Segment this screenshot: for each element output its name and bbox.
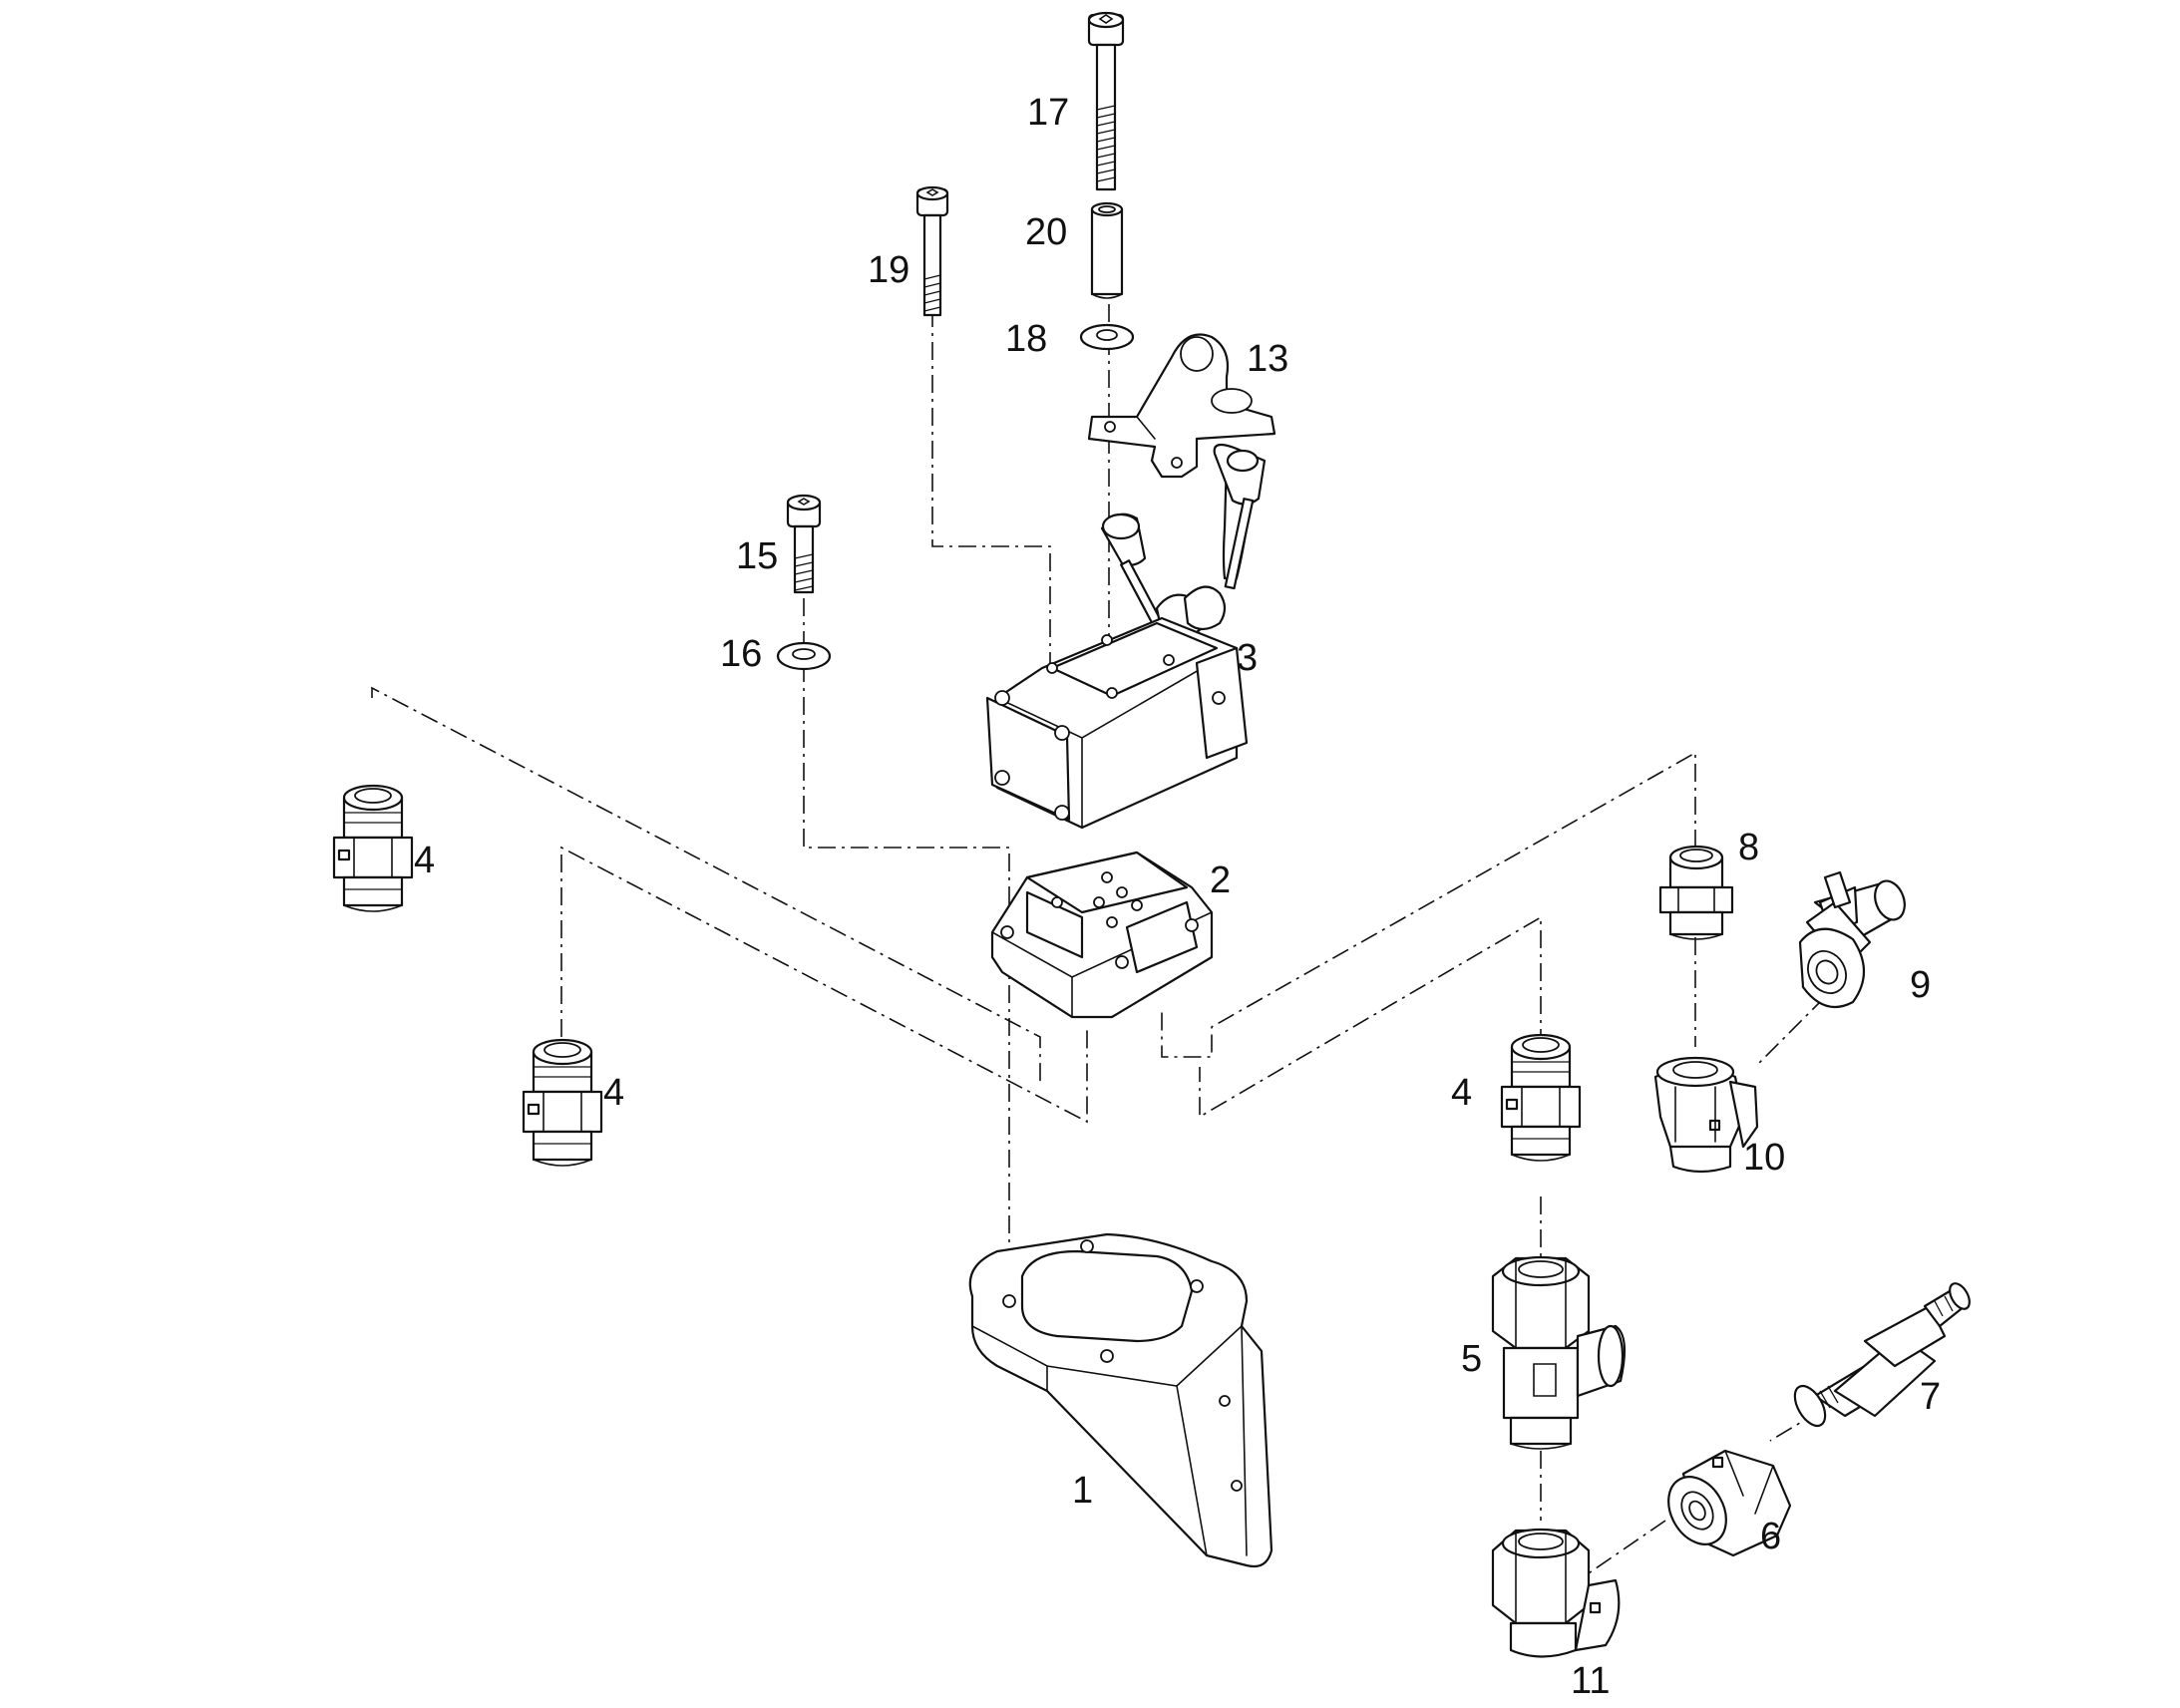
label-9: 9 [1910,964,1931,1006]
straight-fitting-8 [1658,845,1734,940]
line-left-fitting-a [371,686,1041,1087]
label-15: 15 [736,535,778,577]
label-1: 1 [1072,1470,1093,1512]
straight-fitting-4-lower-left [522,1038,603,1167]
label-4-lower-left: 4 [603,1072,624,1114]
elbow-swivel-9 [1798,870,1906,1009]
line-right-fitting-4 [1199,915,1542,1119]
cap-screw-19 [915,185,949,317]
label-17: 17 [1027,92,1069,134]
callout-labels: 17 20 19 18 13 15 16 3 2 4 4 4 8 9 10 5 … [414,92,1941,1702]
line-right-fitting-8 [1161,751,1696,1058]
label-5: 5 [1461,1338,1482,1380]
tee-fitting-5 [1491,1255,1627,1450]
straight-fitting-4-upper-left [332,784,414,912]
bracket-13 [1087,333,1276,479]
cap-screw-17 [1087,11,1125,191]
label-3: 3 [1237,637,1258,679]
control-valve-3 [985,443,1267,830]
line-9-10 [1754,996,1826,1068]
assembly-lines [371,304,1826,1576]
label-20: 20 [1025,211,1067,253]
label-7: 7 [1920,1376,1941,1418]
label-4-right: 4 [1451,1072,1472,1114]
washer-18 [1079,323,1135,351]
label-6: 6 [1760,1516,1781,1557]
label-11: 11 [1571,1660,1610,1702]
line-6-11 [1585,1520,1666,1576]
cap-screw-15 [786,494,822,594]
spacer-sleeve-20 [1090,201,1124,299]
label-18: 18 [1005,318,1047,360]
label-13: 13 [1247,338,1288,380]
swivel-nut-6 [1667,1449,1792,1557]
line-screw-15 [803,598,1010,1306]
line-left-fitting-b [560,846,1088,1124]
straight-fitting-4-right [1500,1033,1582,1162]
base-plate-2 [990,851,1214,1019]
label-19: 19 [868,249,909,291]
elbow-body-10 [1653,1056,1759,1174]
washer-16 [776,641,832,671]
line-screw-19 [931,309,1051,698]
label-8: 8 [1738,827,1759,868]
mounting-bracket-1 [968,1232,1273,1568]
label-10: 10 [1743,1137,1785,1179]
label-2: 2 [1210,859,1231,901]
adapter-7 [1793,1282,1971,1428]
label-16: 16 [720,633,762,675]
elbow-fitting-11 [1491,1528,1621,1658]
label-4-upper-left: 4 [414,840,435,881]
